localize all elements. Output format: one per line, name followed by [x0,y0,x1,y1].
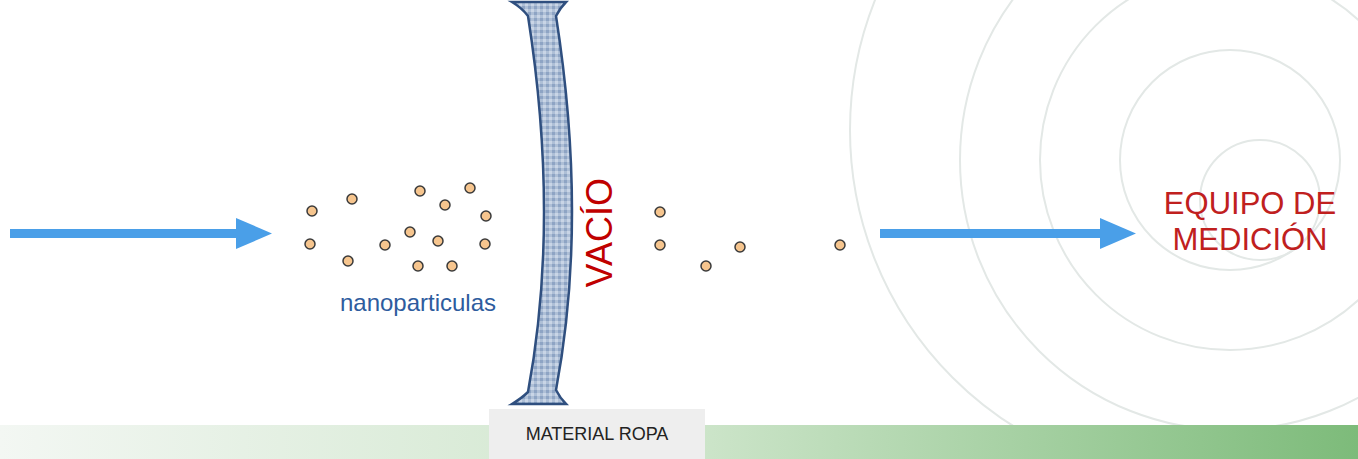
nanoparticle [415,186,425,196]
nanoparticle [655,207,665,217]
nanoparticle [405,227,415,237]
nanoparticle [347,194,357,204]
measuring-equipment-label: EQUIPO DE MEDICIÓN [1155,186,1345,257]
nanoparticle [465,183,475,193]
material-label: MATERIAL ROPA [526,424,669,445]
background-rings [850,0,1358,459]
particles-label: nanoparticulas [340,289,496,317]
vacuum-label: VACÍO [579,178,620,287]
nanoparticle [307,206,317,216]
nanoparticle-dots [305,183,845,271]
nanoparticle [343,256,353,266]
nanoparticle [433,236,443,246]
nanoparticle [305,239,315,249]
fabric-material [512,2,572,404]
nanoparticle [481,211,491,221]
nanoparticle [735,242,745,252]
nanoparticle [413,261,423,271]
material-label-box: MATERIAL ROPA [489,409,705,459]
nanoparticle [480,239,490,249]
nanoparticle [380,240,390,250]
nanoparticle [447,261,457,271]
nanoparticle [835,240,845,250]
nanoparticle [440,200,450,210]
nanoparticle [655,240,665,250]
nanoparticle [701,261,711,271]
